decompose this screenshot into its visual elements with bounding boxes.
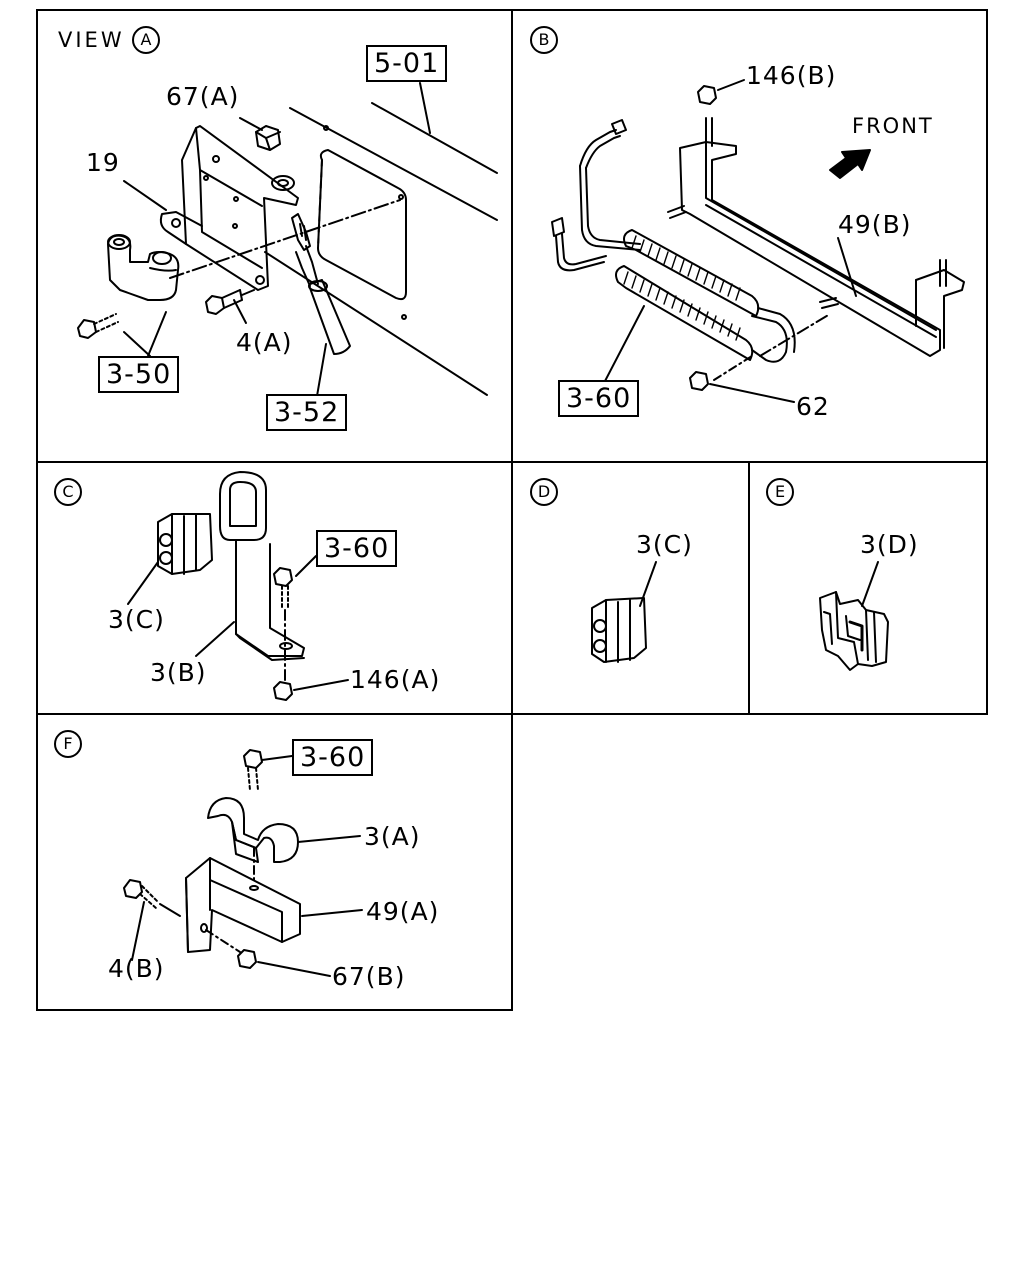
label-49b: 49(B): [838, 210, 912, 239]
label-3d: 3(D): [860, 530, 919, 559]
label-3b: 3(B): [150, 658, 207, 687]
panel-d-drawing: [591, 561, 657, 663]
label-146b: 146(B): [746, 61, 837, 90]
label-62: 62: [796, 392, 830, 421]
ref-3-60-b: 3-60: [558, 380, 640, 417]
label-4a: 4(A): [236, 328, 293, 357]
ref-3-60-f: 3-60: [292, 739, 374, 776]
panel-f: [36, 713, 513, 1011]
panel-c-drawing: [127, 471, 349, 701]
panel-f-letter: F: [54, 730, 82, 758]
panel-e-letter: E: [766, 478, 794, 506]
panel-e-drawing: [819, 561, 889, 671]
label-3c-c: 3(C): [108, 605, 165, 634]
panel-d-letter: D: [530, 478, 558, 506]
label-3a: 3(A): [364, 822, 421, 851]
panel-c-letter: C: [54, 478, 82, 506]
ref-3-60-c: 3-60: [316, 530, 398, 567]
panel-b-drawing: [551, 79, 965, 403]
label-3c-d: 3(C): [636, 530, 693, 559]
label-4b: 4(B): [108, 954, 165, 983]
view-a-letter: A: [132, 26, 160, 54]
panel-a-drawing: [77, 82, 498, 397]
front-direction-label: FRONT: [852, 114, 934, 138]
label-49a: 49(A): [366, 897, 440, 926]
label-67a: 67(A): [166, 82, 240, 111]
panel-f-drawing: [123, 749, 363, 977]
view-a-caption: VIEW: [58, 28, 125, 52]
panel-e: [748, 461, 988, 715]
label-67b: 67(B): [332, 962, 406, 991]
panel-b-letter: B: [530, 26, 558, 54]
ref-5-01: 5-01: [366, 45, 448, 82]
label-146a: 146(A): [350, 665, 441, 694]
ref-3-50: 3-50: [98, 356, 180, 393]
label-19: 19: [86, 148, 120, 177]
ref-3-52: 3-52: [266, 394, 348, 431]
